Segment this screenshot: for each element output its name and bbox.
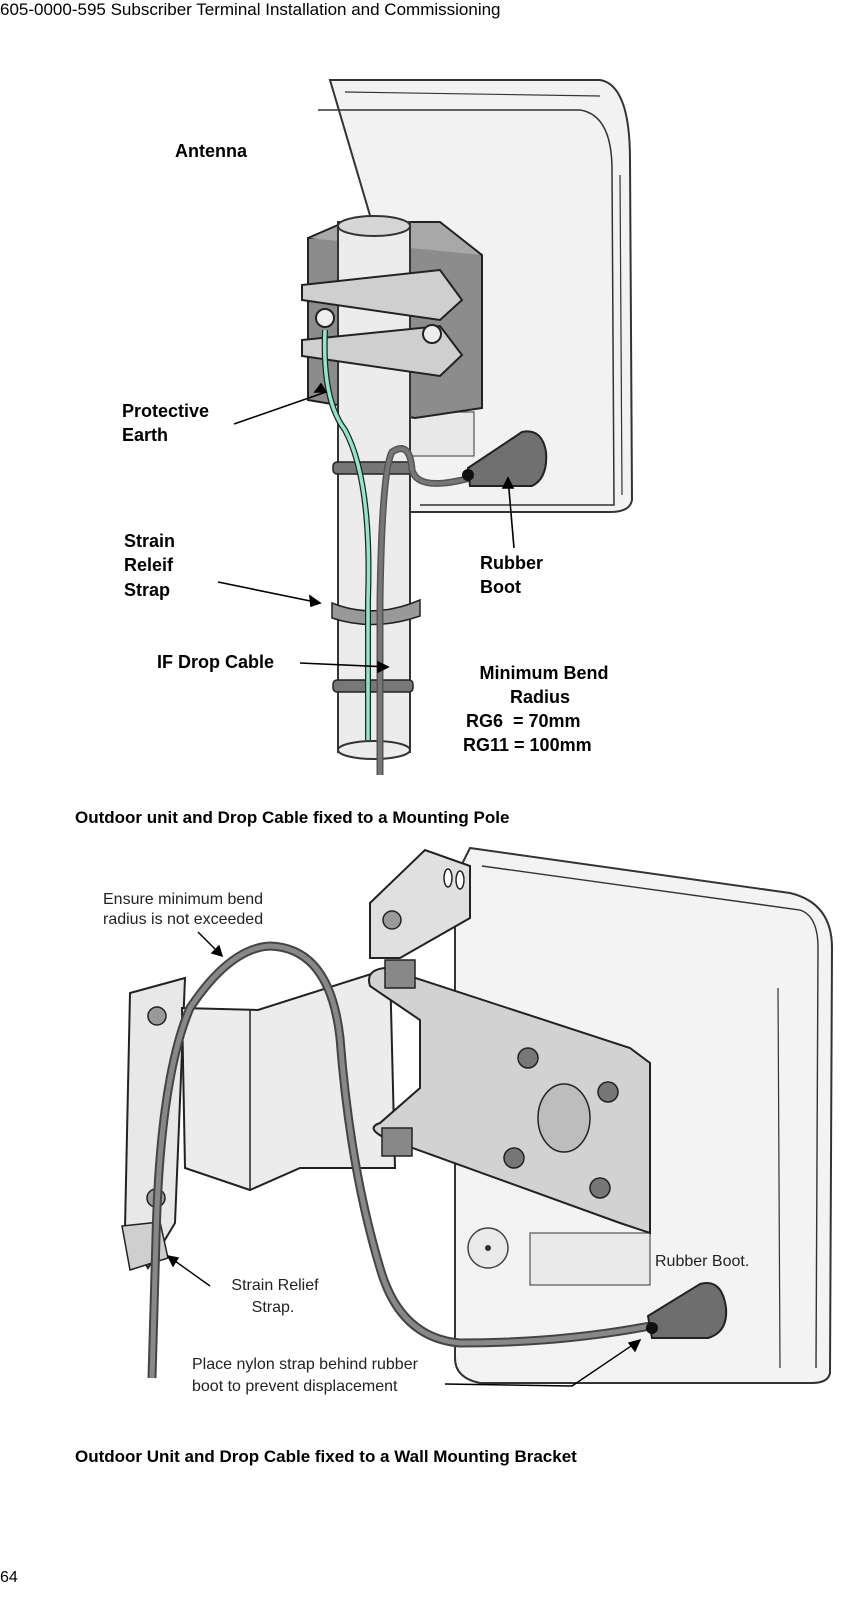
label-if-drop-cable: IF Drop Cable <box>157 652 274 672</box>
document-header: 605-0000-595 Subscriber Terminal Install… <box>0 0 501 19</box>
label-bend-line3: RG6 = 70mm <box>466 711 581 731</box>
label-rubber-boot: Rubber Boot. <box>655 1253 749 1270</box>
label-nylon-line2: boot to prevent displacement <box>192 1378 398 1395</box>
label-bend-line1: Minimum Bend <box>480 663 609 683</box>
label-bend-line4: RG11 = 100mm <box>463 735 592 755</box>
label-rubber-boot-line1: Rubber <box>480 553 543 573</box>
label-ensure-line2: radius is not exceeded <box>103 911 263 928</box>
label-protective-earth-line1: Protective <box>122 401 209 421</box>
label-ensure-line1: Ensure minimum bend <box>103 891 263 908</box>
pole-mount-figure: Antenna Protective Earth Strain Releif S… <box>122 79 634 775</box>
label-strain-line3: Strap <box>124 580 170 600</box>
label-rubber-boot-line2: Boot <box>480 577 521 597</box>
label-protective-earth-line2: Earth <box>122 425 168 445</box>
label-strain-line2: Releif <box>124 555 174 575</box>
wall-bracket-figure: Ensure minimum bend radius is not exceed… <box>103 846 834 1395</box>
label-strain-line1: Strain <box>124 531 175 551</box>
label-strain-relief-line1: Strain Relief <box>231 1277 319 1294</box>
label-antenna: Antenna <box>175 141 248 161</box>
pole-mount-callouts <box>217 382 515 674</box>
page-number: 64 <box>0 1569 18 1586</box>
label-strain-relief-line2: Strap. <box>252 1299 295 1316</box>
figure1-caption: Outdoor unit and Drop Cable fixed to a M… <box>75 808 510 827</box>
bracket-unit-illustration <box>121 846 834 1384</box>
antenna-unit-illustration <box>301 79 634 775</box>
figure2-caption: Outdoor Unit and Drop Cable fixed to a W… <box>75 1447 577 1466</box>
label-bend-line2: Radius <box>510 687 570 707</box>
label-nylon-line1: Place nylon strap behind rubber <box>192 1356 419 1373</box>
bracket-callouts <box>166 931 642 1387</box>
